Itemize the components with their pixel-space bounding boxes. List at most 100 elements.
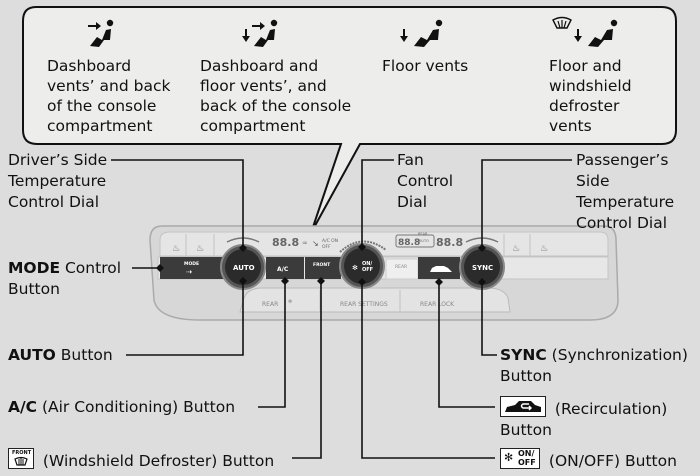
leader-passenger-dial [481, 159, 572, 248]
passenger-temp-display: 88.8 [436, 236, 463, 249]
driver-temperature-dial[interactable] [220, 244, 266, 290]
text-line: Button [8, 280, 60, 298]
text-line: windshield [549, 77, 632, 95]
mode-callout-bubble [22, 6, 677, 234]
rear-lock-button[interactable]: REAR LOCK [420, 301, 455, 308]
floor-vent-icon [400, 19, 443, 47]
leader-sync [481, 281, 497, 356]
text-line: vents’ and back [47, 77, 171, 95]
seat-ventilation-icon[interactable]: ♨ [196, 244, 204, 254]
leader-onoff [361, 281, 495, 459]
front-defroster-icon: FRONT [8, 448, 34, 469]
seat-heater-buttons-left[interactable]: ♨ ♨ [172, 234, 215, 256]
dashboard-vent-icon [88, 19, 114, 47]
leader-auto [126, 280, 244, 356]
text-line: Dashboard and [200, 57, 319, 75]
text-line: Button [500, 421, 552, 439]
leader-lines [111, 159, 572, 459]
airflow-mode-display-icon: ↘ [312, 239, 319, 248]
rear-auto-indicator: AUTO [419, 239, 429, 243]
icon-text-on: ON/ [518, 449, 535, 458]
text-line: Control [397, 172, 454, 190]
text-line: Driver’s Side [8, 151, 108, 169]
passenger-temperature-dial[interactable] [459, 244, 505, 290]
recirculation-icon [500, 396, 546, 417]
driver-temp-display: 88.8 [272, 236, 299, 249]
text-line: Temperature [576, 193, 675, 211]
label-bold: SYNC [500, 346, 547, 364]
sync-button-label: SYNC (Synchronization) Button [500, 345, 688, 387]
label-rest: (Air Conditioning) Button [37, 398, 236, 416]
defroster-button-label: FRONT (Windshield Defroster) Button [8, 448, 274, 472]
leader-defroster [292, 280, 322, 459]
label-bold: AUTO [8, 346, 56, 364]
recirculation-icon [430, 266, 452, 272]
leader-recirc [438, 281, 495, 408]
label-rest: Control [60, 259, 122, 277]
text-line: of the console [47, 97, 157, 115]
mode-button-label: MODE [184, 261, 199, 267]
text-line: Dial [397, 193, 428, 211]
text-line: defroster [549, 97, 620, 115]
leader-fan-dial [361, 159, 394, 247]
text-line: Passenger’s [576, 151, 669, 169]
front-icon-text: FRONT [12, 450, 32, 456]
label-rest: (Recirculation) [550, 400, 668, 418]
rear-temp-display: 88.8 [398, 238, 420, 248]
passenger-dial-label: Passenger’s Side Temperature Control Dia… [576, 150, 674, 234]
text-line: compartment [47, 117, 153, 135]
ac-button-label: A/C (Air Conditioning) Button [8, 397, 235, 418]
mode-description-floor: Floor vents [382, 56, 468, 76]
text-line: Control Dial [8, 193, 100, 211]
front-defroster-button-label: FRONT [313, 262, 331, 268]
rear-settings-button[interactable]: REAR SETTINGS [340, 301, 388, 308]
label-rest: Button [55, 346, 113, 364]
leader-ac [258, 280, 286, 408]
front-defroster-button[interactable] [305, 257, 341, 279]
text-line: floor vents’, and [200, 77, 327, 95]
fan-icon: ✻ [352, 264, 358, 272]
onoff-button-label-on[interactable]: ON/ [362, 261, 372, 267]
mode-description-dashboard: Dashboard vents’ and back of the console… [47, 56, 170, 136]
leader-endpoints [156, 243, 486, 286]
label-rest: (Windshield Defroster) Button [38, 452, 275, 470]
fan-dial-label: Fan Control Dial [397, 150, 453, 213]
mode-description-floor-defroster: Floor and windshield defroster vents [549, 56, 632, 136]
rear-fan-icon: ✻ [288, 299, 292, 305]
text-line: Dashboard [47, 57, 132, 75]
seat-heater-icon[interactable]: ♨ [512, 244, 520, 254]
defrost-display-icon: ♒ [302, 240, 307, 247]
rear-defroster-button-label: REAR [395, 264, 407, 270]
text-line: Temperature [8, 172, 107, 190]
seat-heater-buttons-right[interactable]: ♨ ♨ [503, 234, 548, 256]
leader-driver-dial [111, 159, 244, 248]
label-rest: (Synchronization) [546, 346, 688, 364]
text-line: vents [549, 117, 592, 135]
ac-on-indicator: A/C ON [322, 238, 338, 244]
seat-heater-icon[interactable]: ♨ [172, 244, 180, 254]
rear-indicator: REAR [418, 232, 428, 236]
driver-dial-label: Driver’s Side Temperature Control Dial [8, 150, 107, 213]
text-line: Side [576, 172, 610, 190]
fan-icon: ✻ [504, 451, 514, 464]
text-line: Floor and [549, 57, 622, 75]
label-rest: (ON/OFF) Button [544, 452, 677, 470]
climate-display: 88.8 ♒ ↘ A/C ON OFF 88.8 REAR AUTO 88.8 [226, 232, 499, 253]
dashboard-floor-vent-icon [242, 19, 278, 47]
text-line: Button [500, 367, 552, 385]
icon-text-off: OFF [518, 458, 536, 467]
label-bold: A/C [8, 398, 38, 416]
auto-button-label: AUTO Button [8, 345, 113, 366]
floor-defroster-vent-icon [552, 16, 618, 47]
mode-button[interactable] [160, 257, 226, 279]
auto-button[interactable]: AUTO [233, 264, 255, 272]
seat-ventilation-icon[interactable]: ♨ [540, 244, 548, 254]
text-line: Floor vents [382, 57, 469, 75]
ac-off-indicator: OFF [322, 244, 331, 250]
onoff-button-label-off[interactable]: OFF [362, 267, 373, 273]
ac-button[interactable] [266, 257, 304, 279]
rear-onoff-button-label[interactable]: REAR [262, 301, 278, 308]
text-line: compartment [200, 117, 306, 135]
sync-button[interactable]: SYNC [472, 264, 493, 272]
